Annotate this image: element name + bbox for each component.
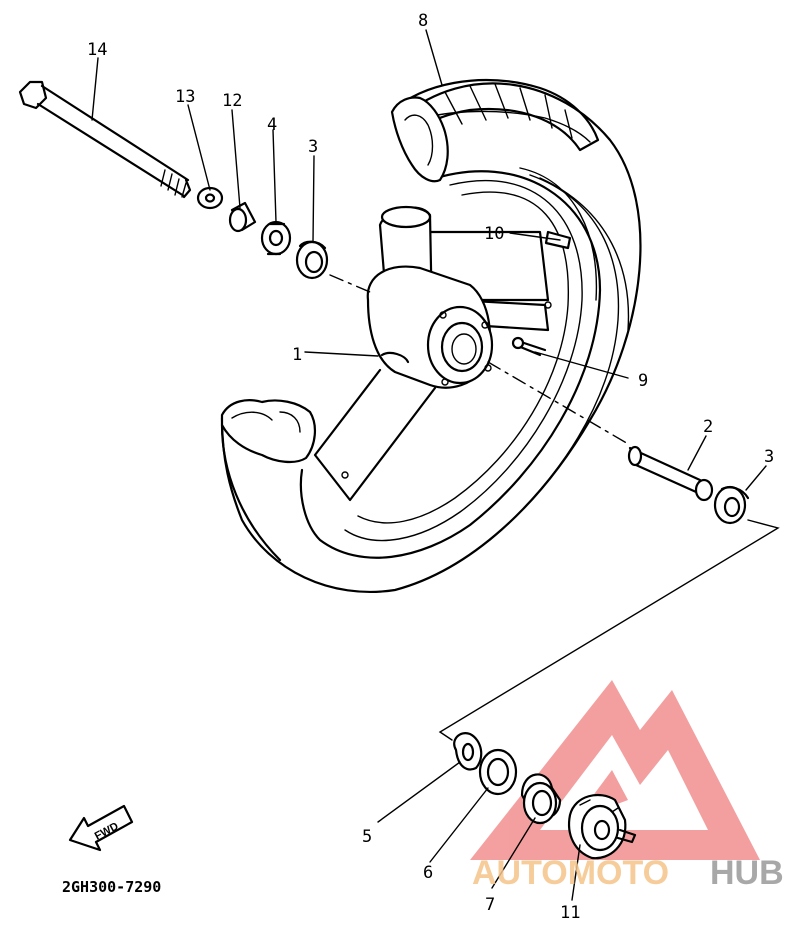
- watermark-brand: AUTOMOTO HUB: [472, 854, 784, 892]
- oil-seal-part: [260, 220, 292, 256]
- part-label-2: 2: [703, 417, 713, 437]
- part-label-13: 12: [222, 91, 242, 111]
- forward-arrow-icon: FWD: [68, 804, 134, 852]
- diagram-code: 2GH300-7290: [62, 878, 161, 896]
- part-label-5: 5: [362, 827, 372, 847]
- part-label-9: 9: [638, 371, 648, 391]
- axle-centerline: [329, 274, 631, 446]
- gear-unit-part: [568, 793, 637, 860]
- wheel-hub: [366, 205, 494, 389]
- exploded-connector-line: [438, 519, 780, 741]
- part-label-1: 1: [292, 345, 302, 365]
- spacer-part: [627, 445, 714, 502]
- part-label-6: 6: [423, 863, 433, 883]
- washer-part: [196, 186, 224, 210]
- circlip-part: [453, 732, 483, 771]
- watermark-brand-part2: HUB: [710, 854, 784, 892]
- oil-seal-lower: [478, 748, 518, 796]
- part-label-4: 4: [267, 115, 277, 135]
- bearing-right: [713, 485, 750, 525]
- part-label-10: 10: [484, 224, 504, 244]
- leader-lines: [91, 29, 767, 901]
- part-labels: 14 13 12 4 3 8 10 1 9 2 3 5 6 7 11: [87, 11, 774, 923]
- part-label-8: 8: [418, 11, 428, 31]
- valve-stem: [511, 336, 547, 357]
- watermark-brand-part1: AUTOMOTO: [472, 854, 669, 892]
- part-label-14: 13: [175, 87, 195, 107]
- part-label-12: 14: [87, 40, 107, 60]
- part-label-3a: 3: [308, 137, 318, 157]
- part-label-3b: 3: [764, 447, 774, 467]
- axle-bolt: [18, 80, 192, 199]
- collar-part: [228, 201, 257, 233]
- wheel-rim: [220, 78, 642, 593]
- part-label-11: 11: [560, 903, 580, 923]
- part-label-7: 7: [485, 895, 495, 915]
- bearing-lower: [520, 773, 562, 825]
- bearing-left: [295, 240, 329, 280]
